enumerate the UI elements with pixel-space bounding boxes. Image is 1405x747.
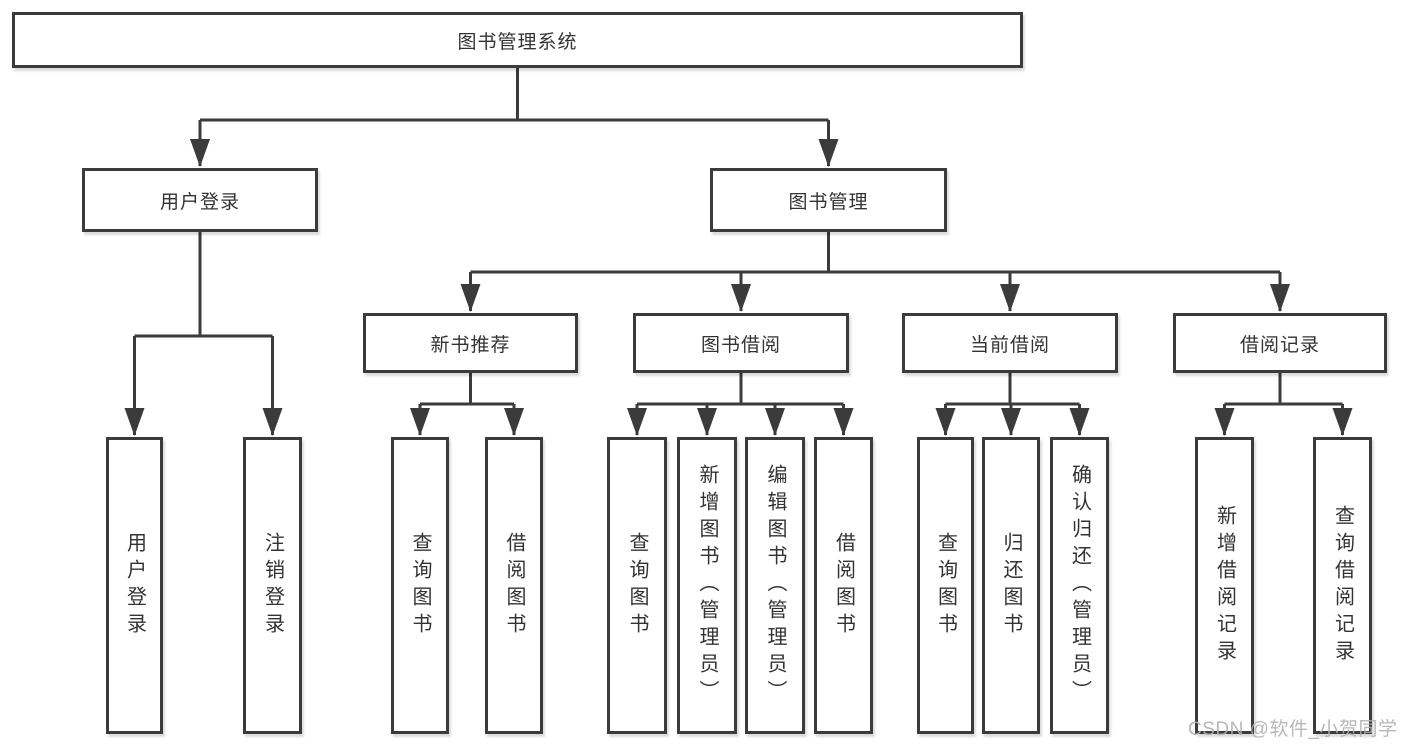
node-label: 当前借阅	[969, 334, 1050, 356]
node-label: 查询图书	[409, 531, 431, 640]
node-label: 新书推荐	[430, 334, 511, 356]
node-label: 新增图书（管理员）	[696, 464, 718, 707]
node-label: 借阅图书	[832, 531, 855, 640]
node-label: 用户登录	[123, 531, 146, 640]
node-label: 编辑图书（管理员）	[764, 464, 786, 707]
node-query-books-3: 查询图书	[917, 437, 974, 734]
node-label: 图书借阅	[700, 334, 781, 356]
connector-trunks	[134, 65, 1343, 406]
node-add-book-admin: 新增图书（管理员）	[677, 437, 737, 734]
node-label: 查询图书	[626, 531, 648, 640]
node-borrow-records: 借阅记录	[1173, 313, 1387, 373]
node-logout-leaf: 注销登录	[243, 437, 302, 734]
node-book-borrow: 图书借阅	[633, 313, 849, 373]
node-label: 图书管理	[788, 191, 869, 213]
node-label: 查询图书	[934, 531, 957, 640]
node-add-borrow-record: 新增借阅记录	[1195, 437, 1254, 734]
node-return-books: 归还图书	[982, 437, 1040, 734]
node-query-books-1: 查询图书	[391, 437, 449, 734]
node-library-system: 图书管理系统	[12, 12, 1023, 68]
csdn-watermark: CSDN @软件_小贺同学	[1188, 719, 1398, 740]
node-label: 用户登录	[159, 191, 240, 213]
node-edit-book-admin: 编辑图书（管理员）	[745, 437, 805, 734]
node-current-borrow: 当前借阅	[902, 313, 1118, 373]
node-query-borrow-record: 查询借阅记录	[1313, 437, 1372, 734]
node-borrow-books-2: 借阅图书	[814, 437, 873, 734]
node-label: 注销登录	[261, 531, 284, 640]
node-user-login-leaf: 用户登录	[106, 437, 163, 734]
node-query-books-2: 查询图书	[607, 437, 667, 734]
node-label: 新增借阅记录	[1213, 504, 1236, 667]
node-label: 确认归还（管理员）	[1068, 464, 1091, 707]
node-label: 借阅记录	[1239, 334, 1320, 356]
node-label: 借阅图书	[503, 531, 525, 640]
node-user-login: 用户登录	[82, 168, 318, 232]
node-borrow-books-1: 借阅图书	[485, 437, 543, 734]
node-confirm-return-admin: 确认归还（管理员）	[1050, 437, 1109, 734]
node-label: 查询借阅记录	[1331, 504, 1354, 667]
node-book-management: 图书管理	[710, 168, 947, 232]
node-label: 归还图书	[1000, 531, 1022, 640]
node-new-book-recommend: 新书推荐	[363, 313, 578, 373]
node-label: 图书管理系统	[457, 31, 578, 53]
